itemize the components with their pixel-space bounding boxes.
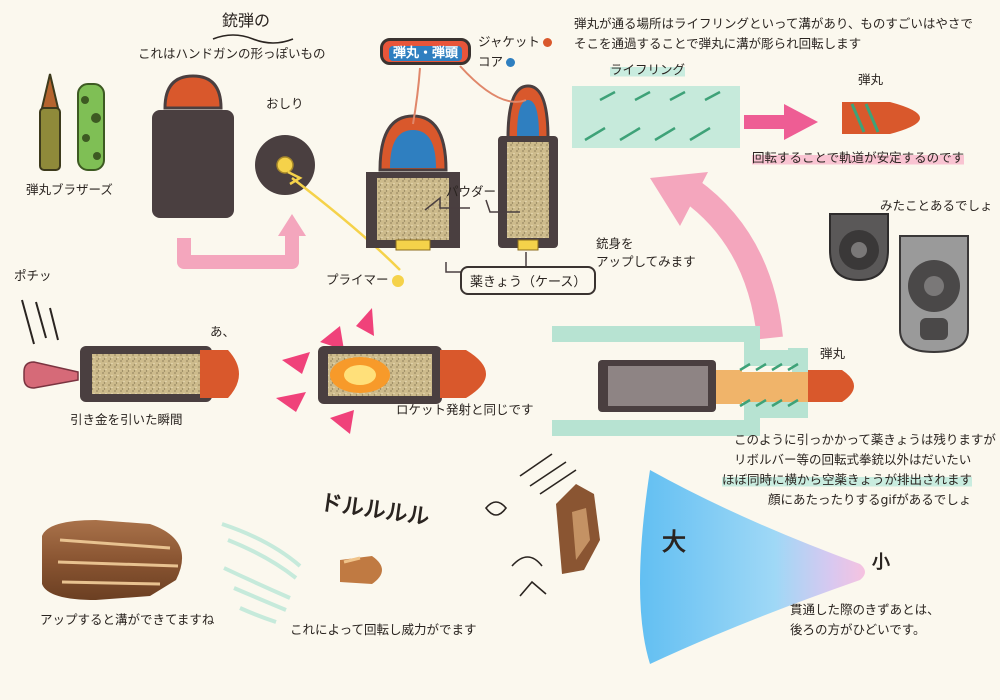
label-jacket: ジャケット [478,34,552,51]
rifling-note-line2: そこを通過することで弾丸に溝が彫られ回転します [574,36,862,51]
label-jacket-text: ジャケット [478,34,540,49]
cartridge-side-icon [152,74,234,218]
pink-right-arrow [744,104,818,140]
primer-arrow [287,170,401,271]
wound-cone-icon [640,470,865,664]
cartridge-firing-icon [276,308,486,434]
trigger-finger-icon [21,299,79,389]
jacket-color-dot [542,38,552,47]
page-title: 銃弾の [222,11,271,30]
case-note-line1: このように引っかかって薬きょうは残りますが [734,432,996,447]
cutaway-cartridge-b [498,84,558,251]
label-groove: アップすると溝ができてますね [40,612,215,627]
case-note-line2: リボルバー等の回転式拳銃以外はだいたい [734,452,972,467]
label-oshiri: おしり [266,96,304,111]
label-bullet-tag-2: 弾丸 [820,346,846,361]
label-rocket: ロケット発射と同じです [396,402,534,417]
label-barrel-2: アップしてみます [596,254,696,269]
cartridge-rear-icon [255,135,315,195]
label-a: あ、 [210,324,236,339]
barrel-cutaway-icon [552,326,854,436]
label-trigger: 引き金を引いた瞬間 [70,412,183,427]
cartridge-loaded-icon [80,346,239,402]
impact-sketch-icon [484,453,600,597]
pink-up-arrow [650,172,783,340]
rifling-barrel-icon [572,86,740,148]
rifling-note-line1: 弾丸が通る場所はライフリングといって溝があり、ものすごいはやさで [574,16,973,31]
grooved-bullet-icon [42,520,183,600]
label-spin: これによって回転し威力がでます [290,622,477,637]
label-pochi: ポチッ [14,268,52,283]
label-sho: 小 [872,552,890,573]
label-primer-text: プライマー [326,272,389,287]
case-note-line4: 顔にあたったりするgifがあるでしょ [768,492,972,507]
primer-color-dot [391,274,404,287]
label-core-text: コア [478,54,504,69]
bullet-brothers-icon [39,73,105,171]
spinning-bullet-icon [842,102,920,134]
label-bullet-head-text: 弾丸・弾頭 [389,46,463,61]
label-powder: パウダー [446,184,497,199]
wound-note-line2: 後ろの方がひどいです。 [790,622,926,637]
label-seen: みたことあるでしょ [880,198,993,213]
cutaway-cartridge-a [366,114,460,251]
pistol-muzzle-icon [829,213,969,354]
label-primer: プライマー [326,272,404,289]
label-barrel-1: 銃身を [596,236,634,251]
label-bullet-head: 弾丸・弾頭 [380,38,472,65]
label-case: 薬きょう（ケース） [460,266,597,295]
wound-note-line1: 貫通した際のきずあとは、 [790,602,940,617]
page-subtitle: これはハンドガンの形っぽいもの [138,46,326,61]
label-rifling: ライフリング [610,62,686,79]
label-brothers: 弾丸ブラザーズ [26,182,113,197]
spinning-bullet-wind-icon [221,522,382,624]
label-bullet-tag: 弾丸 [858,72,884,87]
case-note-line3: ほぼ同時に横から空薬きょうが排出されます [722,472,973,489]
label-core: コア [478,54,516,71]
pink-turn-arrow [177,214,306,269]
title-brace [212,34,294,44]
label-dai: 大 [662,528,686,556]
label-stable: 回転することで軌道が安定するのです [752,150,965,167]
core-color-dot [506,58,516,67]
